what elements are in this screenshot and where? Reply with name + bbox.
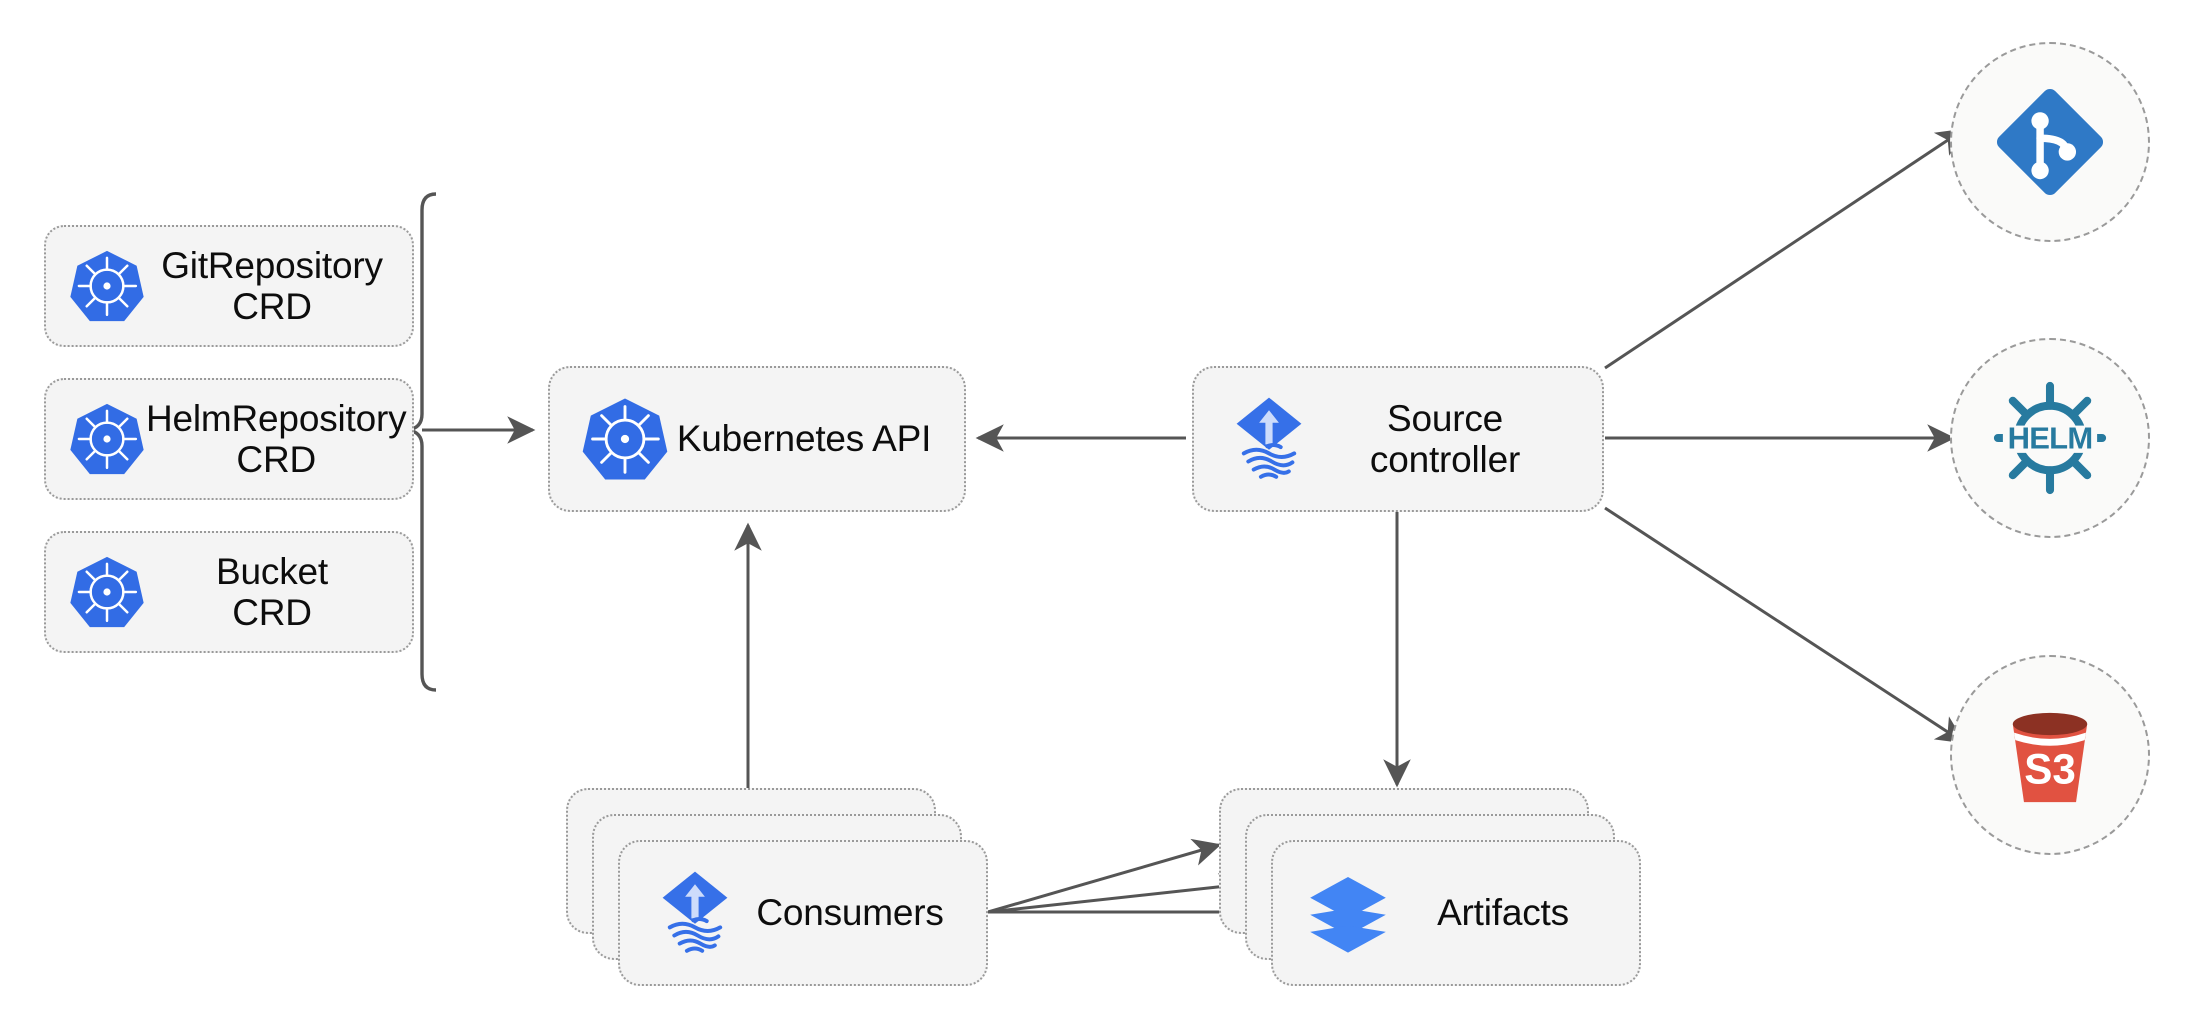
- kubernetes-icon: [68, 247, 146, 325]
- helm-icon: HELM: [1988, 376, 2112, 500]
- crd-label: GitRepository CRD: [161, 244, 383, 327]
- helm-label: HELM: [2008, 421, 2093, 456]
- git-icon: [1988, 80, 2112, 204]
- s3-bucket-icon: S3: [1988, 693, 2112, 817]
- kubernetes-icon: [68, 553, 146, 631]
- external-git[interactable]: [1950, 42, 2150, 242]
- flux-icon: [1224, 394, 1314, 484]
- s3-label: S3: [2024, 746, 2076, 793]
- node-label: Consumers: [756, 892, 944, 934]
- node-label: Kubernetes API: [676, 418, 932, 460]
- consumers-node[interactable]: Consumers: [618, 840, 988, 986]
- node-label: Artifacts: [1437, 892, 1569, 934]
- crd-card-helmrepository[interactable]: HelmRepository CRD: [44, 378, 414, 500]
- kubernetes-icon: [68, 400, 146, 478]
- edge-consumers-to-artifact-2: [987, 873, 1248, 914]
- kubernetes-icon: [580, 394, 670, 484]
- crd-card-bucket[interactable]: Bucket CRD: [44, 531, 414, 653]
- source-controller-node[interactable]: Source controller: [1192, 366, 1604, 512]
- layers-icon: [1303, 868, 1393, 958]
- external-s3[interactable]: S3: [1950, 655, 2150, 855]
- artifacts-node[interactable]: Artifacts: [1271, 840, 1641, 986]
- flux-icon: [650, 868, 740, 958]
- crd-label: HelmRepository CRD: [146, 397, 407, 480]
- edge-source-to-s3: [1604, 506, 1966, 744]
- external-helm[interactable]: HELM: [1950, 338, 2150, 538]
- crd-label: Bucket CRD: [216, 550, 328, 633]
- kubernetes-api-node[interactable]: Kubernetes API: [548, 366, 966, 512]
- crd-card-gitrepository[interactable]: GitRepository CRD: [44, 225, 414, 347]
- edge-source-to-git: [1604, 128, 1965, 370]
- edge-consumers-to-artifact-1: [987, 838, 1222, 914]
- node-label: Source controller: [1369, 397, 1521, 480]
